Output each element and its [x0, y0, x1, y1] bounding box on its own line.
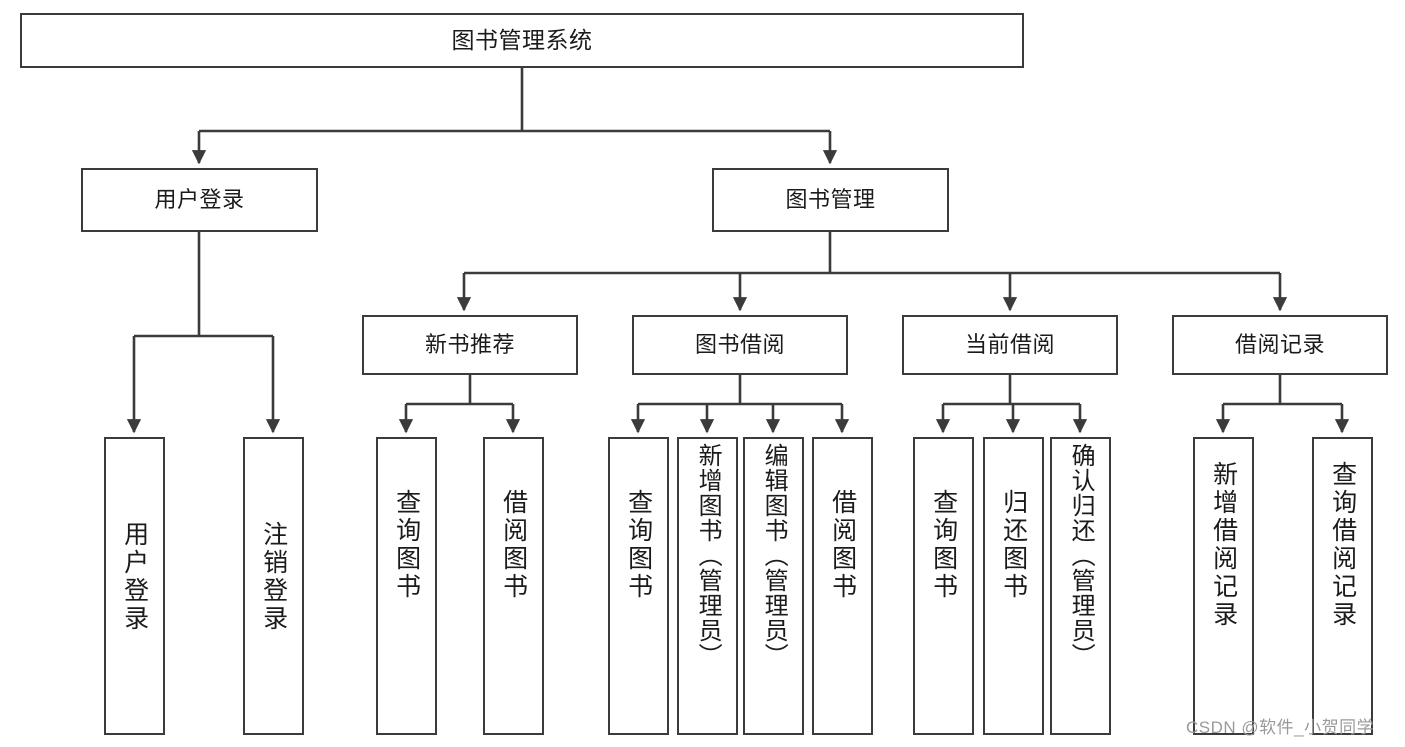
node-label: 编辑图书（管理员） — [760, 443, 788, 668]
node-new-book-recommend[interactable]: 新书推荐 — [362, 315, 578, 375]
node-label: 用户登录 — [120, 521, 149, 633]
node-label: 新增图书（管理员） — [694, 443, 722, 668]
node-label: 借阅记录 — [1234, 332, 1325, 358]
node-label: 注销登录 — [259, 521, 288, 633]
node-book-management[interactable]: 图书管理 — [712, 168, 949, 232]
leaf-query-book-current[interactable]: 查询图书 — [913, 437, 974, 735]
node-label: 图书管理 — [785, 187, 876, 213]
leaf-edit-book-admin[interactable]: 编辑图书（管理员） — [743, 437, 804, 735]
leaf-query-borrow-record[interactable]: 查询借阅记录 — [1312, 437, 1373, 735]
leaf-query-book-borrow[interactable]: 查询图书 — [608, 437, 669, 735]
node-label: 新书推荐 — [424, 332, 515, 358]
watermark: CSDN @软件_小贺同学 — [1186, 718, 1375, 737]
leaf-borrow-book-newbook[interactable]: 借阅图书 — [483, 437, 544, 735]
node-label: 查询借阅记录 — [1328, 461, 1357, 629]
node-label: 查询图书 — [624, 489, 653, 601]
leaf-add-borrow-record[interactable]: 新增借阅记录 — [1193, 437, 1254, 735]
leaf-query-book-newbook[interactable]: 查询图书 — [376, 437, 437, 735]
node-current-borrow[interactable]: 当前借阅 — [902, 315, 1118, 375]
node-root-system[interactable]: 图书管理系统 — [20, 13, 1024, 68]
node-label: 查询图书 — [392, 489, 421, 601]
leaf-user-login[interactable]: 用户登录 — [104, 437, 165, 735]
node-label: 借阅图书 — [499, 489, 528, 601]
node-label: 查询图书 — [929, 489, 958, 601]
node-label: 用户登录 — [154, 187, 245, 213]
leaf-return-book[interactable]: 归还图书 — [983, 437, 1044, 735]
leaf-logout[interactable]: 注销登录 — [243, 437, 304, 735]
leaf-add-book-admin[interactable]: 新增图书（管理员） — [677, 437, 738, 735]
node-label: 借阅图书 — [828, 489, 857, 601]
node-label: 新增借阅记录 — [1209, 461, 1238, 629]
leaf-borrow-book[interactable]: 借阅图书 — [812, 437, 873, 735]
node-label: 归还图书 — [999, 489, 1028, 601]
node-borrow-record[interactable]: 借阅记录 — [1172, 315, 1388, 375]
node-user-login[interactable]: 用户登录 — [81, 168, 318, 232]
node-label: 图书管理系统 — [451, 26, 593, 53]
leaf-confirm-return-admin[interactable]: 确认归还（管理员） — [1050, 437, 1111, 735]
node-book-borrow[interactable]: 图书借阅 — [632, 315, 848, 375]
node-label: 图书借阅 — [694, 332, 785, 358]
node-label: 当前借阅 — [964, 332, 1055, 358]
node-label: 确认归还（管理员） — [1067, 443, 1095, 668]
